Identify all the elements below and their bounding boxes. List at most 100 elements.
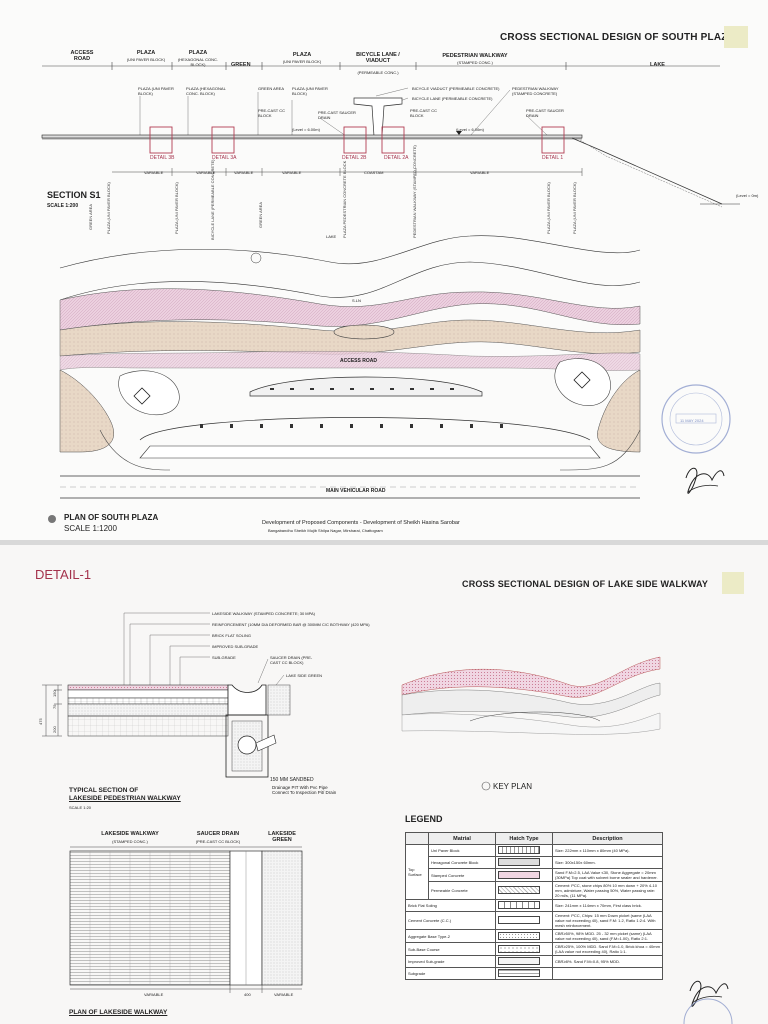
plan-lakeside-title: PLAN OF LAKESIDE WALKWAY	[69, 1009, 168, 1016]
lake-walkway-drawing	[42, 612, 733, 1024]
callout-improved-subgrade: IMPROVED SUB-GRADE	[212, 644, 259, 649]
legend-row: Hexagonal Concrete Block Size: 300x150x …	[406, 856, 663, 869]
legend-material: Cement Concrete (C.C.)	[405, 911, 496, 930]
legend-description	[552, 967, 663, 980]
legend-description: CBR≥25%, 100% MDD. Sand F.M=1.0, Brick k…	[552, 942, 663, 956]
legend-row: Stamped Concrete Sand F.M=2.5, LAA Value…	[406, 868, 663, 882]
dim-4: VARIABLE	[282, 170, 302, 175]
detail-2a-label: DETAIL 2A	[384, 155, 409, 161]
header-green: GREEN	[231, 62, 251, 68]
plan-header-drain: SAUCER DRAIN	[196, 831, 240, 837]
legend-material: Uni Paver Block	[428, 844, 496, 857]
legend-material: Subgrade	[405, 967, 496, 980]
legend-row: Top Surface Uni Paver Block Size: 222mm …	[405, 844, 663, 900]
plan-scale: SCALE 1:1200	[64, 524, 117, 533]
legend-description: CBR≥50%, 98% MDD. 25 - 32 mm picket (sam…	[552, 929, 663, 943]
hatch-swatch	[498, 870, 540, 879]
legend-row: Brick Flat Soling Size: 241mm x 114mm x …	[405, 899, 663, 912]
key-plan-label: KEY PLAN	[493, 782, 532, 791]
header-lake: LAKE	[650, 62, 665, 68]
hatch-swatch	[498, 916, 540, 924]
legend-row: Aggregate Base Type-2 CBR≥50%, 98% MDD. …	[405, 929, 663, 943]
legend-description: Size: 300x150x 60mm.	[552, 856, 663, 869]
callout-lake-side-green: LAKE SIDE GREEN	[286, 673, 323, 678]
legend-row: Subgrade	[405, 967, 663, 980]
callout-drainage-pit: Drainage PIT With Pvc Pipe Connect To In…	[272, 785, 337, 795]
plan-lake-label: LAKE	[326, 234, 337, 239]
project-subtitle: Bangabandhu Sheikh Mujib Shilpa Nagar, M…	[268, 528, 383, 533]
plan-dim-3: VARIABLE	[274, 992, 294, 997]
legend-row: Sub-Base Course CBR≥25%, 100% MDD. Sand …	[405, 942, 663, 956]
dim-6: VARIABLE	[470, 170, 490, 175]
legend-description: Sand F.M=2.5, LAA Value ≤30, Stone Aggre…	[552, 868, 663, 882]
callout-8: BICYCLE LANE (PERMEABLE CONCRETE)	[412, 96, 493, 101]
plan-dim-1: VARIABLE	[144, 992, 164, 997]
level-label-2: (Level = 6.00m)	[456, 127, 484, 132]
south-plaza-sheet: CROSS SECTIONAL DESIGN OF SOUTH PLAZA AC…	[41, 26, 759, 533]
detail-2b-label: DETAIL 2B	[342, 155, 367, 161]
hatch-swatch	[498, 858, 540, 866]
legend-description: Size: 241mm x 114mm x 70mm, First class …	[552, 899, 663, 912]
callout-4: PLAZA (UNI PAVER BLOCK)	[292, 86, 328, 96]
legend-row: Improved Sub-grade CBR≥8%. Sand F.M=0.8,…	[405, 955, 663, 968]
callout-10: PEDESTRIAN WALKWAY (STAMPED CONCRETE)	[512, 86, 559, 96]
stamp-date: 11 MAY 2024	[680, 418, 704, 423]
header-plaza-3-sub: (UNI PAVER BLOCK)	[282, 59, 322, 64]
callout-2: PLAZA (HEXAGONAL CONC. BLOCK)	[186, 86, 226, 96]
lake-walkway-sheet: DETAIL-1 CROSS SECTIONAL DESIGN OF LAKE …	[0, 545, 768, 1024]
dim-5: COASTAM	[364, 170, 384, 175]
plan-title: PLAN OF SOUTH PLAZA	[64, 513, 159, 522]
plan-dim-2: 400	[244, 992, 251, 997]
callout-reinforcement: REINFORCEMENT (10MM DIA DEFORMED BAR @ 3…	[212, 622, 370, 627]
header-pedestrian-walkway-sub: (STAMPED CONC.)	[457, 60, 493, 65]
legend-material: Hexagonal Concrete Block	[428, 856, 496, 869]
plan-access-road-label: ACCESS ROAD	[340, 358, 377, 364]
detail-1-label: DETAIL 1	[542, 155, 564, 161]
header-access-road: ACCESS ROAD	[70, 50, 94, 62]
section-scale: SCALE 1:200	[47, 203, 79, 209]
detail-title: DETAIL-1	[35, 567, 92, 582]
header-bicycle-lane-sub: (PERMEABLE CONC.)	[357, 70, 399, 75]
hatch-swatch	[498, 944, 540, 953]
legend-group-label: Top Surface	[405, 844, 429, 900]
hatch-swatch	[498, 846, 540, 854]
detail-3a-label: DETAIL 3A	[212, 155, 237, 161]
south-plaza-drawing	[41, 62, 740, 523]
plan-viaduct-label: S.LN	[352, 298, 361, 303]
callout-3: GREEN AREA	[258, 86, 285, 91]
header-bicycle-lane: BICYCLE LANE / VIADUCT	[356, 52, 400, 64]
header-plaza-1: PLAZA	[136, 50, 156, 56]
typical-section-title: TYPICAL SECTION OF	[69, 787, 139, 794]
typical-section-scale: SCALE 1:20	[69, 805, 92, 810]
legend-description: CBR≥8%. Sand F.M=0.8, 95% MDD.	[552, 955, 663, 968]
plan-header-green: LAKESIDE GREEN	[268, 831, 296, 843]
legend-description: Cement: PCC, Chips: 15 mm Down picket (s…	[552, 911, 663, 930]
section-title: SECTION S1	[47, 190, 101, 200]
typical-section-title-2: LAKESIDE PEDESTRIAN WALKWAY	[69, 795, 181, 802]
callout-sandbed: 150 MM SANDBED	[270, 777, 314, 783]
header-plaza-2-sub: (HEXAGONAL CONC. BLOCK)	[177, 57, 219, 67]
callout-7: BICYCLE VIADUCT (PERMEABLE CONCRETE)	[412, 86, 500, 91]
legend-material: Improved Sub-grade	[405, 955, 496, 968]
callout-subgrade: SUB-GRADE	[212, 655, 236, 660]
detail-3b-label: DETAIL 3B	[150, 155, 175, 161]
hatch-swatch	[498, 901, 540, 909]
title-swatch	[724, 26, 748, 48]
dim-3: VARIABLE	[234, 170, 254, 175]
legend-material: Brick Flat Soling	[405, 899, 496, 912]
legend-header-hatch: Hatch Type	[495, 832, 553, 845]
sheet-title-2: CROSS SECTIONAL DESIGN OF LAKE SIDE WALK…	[462, 579, 709, 589]
hatch-swatch	[498, 886, 540, 894]
callout-11: PRE-CAST SAUCER DRAIN	[526, 108, 564, 118]
legend-material: Permeable Concrete	[428, 881, 496, 900]
hatch-swatch	[498, 969, 540, 977]
legend-table: Matrial Hatch Type Description Top Surfa…	[405, 832, 663, 980]
legend-row: Cement Concrete (C.C.) Cement: PCC, Chip…	[405, 911, 663, 930]
sheet-title: CROSS SECTIONAL DESIGN OF SOUTH PLAZA	[500, 32, 736, 43]
level-label-1: (Level = 6.00m)	[292, 127, 320, 132]
callout-brick-soling: BRICK FLAT SOLING	[212, 633, 251, 638]
legend-title: LEGEND	[405, 814, 443, 824]
plan-header-walkway-sub: (STAMPED CONC.)	[112, 839, 148, 844]
hatch-swatch	[498, 931, 540, 940]
callout-5: PRE-CAST CC BLOCK	[258, 108, 286, 118]
